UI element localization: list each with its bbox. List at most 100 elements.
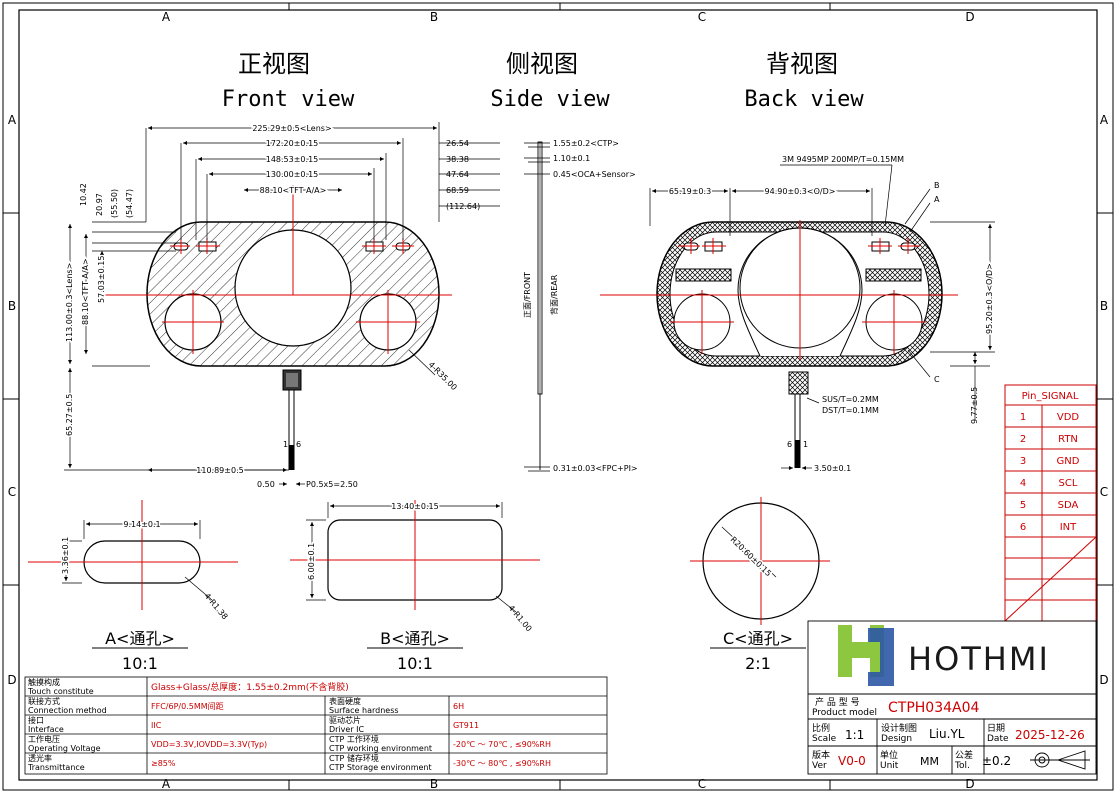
- logo-wordmark: HOTHMI: [908, 640, 1050, 678]
- dim-68: 68.59: [446, 186, 469, 195]
- spec-hard-cn: 表面硬度: [329, 696, 361, 706]
- scale-label-en: Scale: [812, 734, 837, 744]
- back-pin6-label: 6: [787, 440, 792, 449]
- front-title-en: Front view: [222, 87, 355, 112]
- tol-label-en: Tol.: [954, 761, 970, 771]
- pin-row-2-num: 2: [1020, 434, 1026, 445]
- pin-row-2-signal: RTN: [1058, 434, 1078, 445]
- detail-c-text: R20.60±0.15: [727, 533, 774, 579]
- pin-row-5-signal: SDA: [1058, 500, 1079, 511]
- back-dim-text: 3M 9495MP 200MP/T=0.15MM 65.19±0.3 94.90…: [667, 155, 995, 473]
- detail-a-height: 3.36±0.1: [61, 537, 70, 574]
- detail-b-label: B<通孔>: [380, 629, 450, 648]
- unit-label-en: Unit: [880, 761, 899, 771]
- dim-113: 113.00±0.3<Lens>: [65, 263, 74, 342]
- scale-label-cn: 比例: [812, 722, 830, 734]
- front-dim-text: 225.29±0.5<Lens> 172.20±0.15 148.53±0.15…: [64, 123, 481, 490]
- dim-172: 172.20±0.15: [266, 139, 319, 148]
- pin-row-6-signal: INT: [1060, 522, 1077, 533]
- spec-iface-value: IIC: [151, 721, 162, 730]
- detail-b-radius: 4-R1.00: [506, 604, 533, 634]
- unit-value: MM: [920, 755, 939, 768]
- side-dim-lines: [524, 142, 550, 472]
- back-centerlines: [600, 220, 958, 360]
- dim-55: (55.50): [110, 189, 119, 218]
- pin-signal-table: [1004, 384, 1097, 622]
- pin-row-1-num: 1: [1020, 412, 1026, 423]
- ver-value: V0-0: [838, 754, 866, 768]
- spec-conn-cn: 联接方式: [28, 696, 60, 706]
- back-sus-spec: SUS/T=0.2MM: [822, 395, 879, 404]
- back-tape-spec: 3M 9495MP 200MP/T=0.15MM: [782, 155, 904, 164]
- spec-table: [24, 676, 608, 775]
- back-label-b: B: [934, 181, 940, 190]
- spec-touch-value: Glass+Glass/总厚度：1.55±0.2mm(不含背胶): [151, 681, 349, 693]
- front-pin6-label: 6: [296, 440, 301, 449]
- side-title-en: Side view: [490, 87, 610, 112]
- date-label-cn: 日期: [987, 723, 1005, 734]
- spec-work-cn: CTP 工作环境: [329, 734, 379, 744]
- detail-b: [290, 500, 540, 613]
- spec-ic-en: Driver IC: [329, 725, 365, 734]
- spec-work-value: -20℃ ～ 70℃ , ≤90%RH: [453, 740, 551, 749]
- dim-38: 38.38: [446, 155, 469, 164]
- spec-iface-cn: 接口: [28, 715, 44, 725]
- dim-65-back: 65.19±0.3: [669, 187, 711, 196]
- side-dim-text: 1.55±0.2<CTP> 1.10±0.1 0.45<OCA+Sensor> …: [523, 139, 638, 473]
- detail-c: [690, 497, 830, 625]
- unit-label-cn: 单位: [880, 749, 898, 761]
- pin-table-header: Pin_SIGNAL: [1022, 391, 1079, 402]
- zone-row-c-left: C: [8, 485, 16, 499]
- spec-touch-en: Touch constitute: [27, 687, 94, 696]
- front-title-cn: 正视图: [238, 50, 310, 78]
- spec-volt-en: Operating Voltage: [28, 744, 101, 753]
- dim-10: 10.42: [79, 183, 88, 206]
- detail-a-radius: 4-R1.38: [202, 592, 229, 622]
- dim-radius-35: 4-R35.00: [427, 360, 459, 392]
- spec-hard-en: Surface hardness: [329, 706, 399, 715]
- detail-a-label: A<通孔>: [105, 629, 175, 648]
- zone-row-b-right: B: [1100, 299, 1108, 313]
- dim-tft-aa: 88.10<TFT A/A>: [260, 186, 327, 195]
- side-front-label: 正面/FRONT: [523, 272, 532, 318]
- front-dim-lines: [64, 122, 500, 487]
- company-logo: HOTHMI: [838, 625, 1050, 686]
- zone-row-d-left: D: [7, 673, 16, 687]
- dim-57: 57.03±0.15: [97, 256, 106, 303]
- zone-col-c-top: C: [698, 10, 706, 24]
- front-centerlines: [98, 185, 452, 354]
- zone-col-c-bottom: C: [698, 777, 706, 791]
- product-model: CTPH034A04: [888, 700, 980, 716]
- detail-c-caption: C<通孔> 2:1: [710, 629, 806, 673]
- back-dst-spec: DST/T=0.1MM: [822, 406, 879, 415]
- spec-volt-value: VDD=3.3V,IOVDD=3.3V(Typ): [151, 740, 267, 749]
- pin-row-4-signal: SCL: [1059, 478, 1078, 489]
- dim-54: (54.47): [125, 189, 134, 218]
- scale-value: 1:1: [845, 728, 864, 742]
- ver-label-cn: 版本: [812, 749, 830, 761]
- spec-store-value: -30℃ ～ 80℃ , ≤90%RH: [453, 759, 551, 768]
- front-pin1-label: 1: [283, 440, 288, 449]
- pin-row-6-num: 6: [1020, 522, 1026, 533]
- dim-od-height: 95.20±0.3<O/D>: [985, 263, 994, 334]
- back-label-c: C: [934, 375, 940, 384]
- spec-conn-value: FFC/6P/0.5MM间距: [151, 702, 224, 711]
- back-label-a: A: [934, 195, 940, 204]
- spec-table-text: 触摸构成 Touch constitute Glass+Glass/总厚度：1.…: [27, 677, 551, 772]
- dim-fpc-offset: 110.89±0.5: [196, 466, 243, 475]
- date-value: 2025-12-26: [1015, 728, 1085, 742]
- pin-row-4-num: 4: [1020, 478, 1026, 489]
- zone-row-c-right: C: [1100, 485, 1108, 499]
- zone-row-a-right: A: [1100, 113, 1109, 127]
- border-zone-labels: A B C D A B C D A B C D A B C D: [7, 10, 1109, 791]
- side-rear-label: 背面/REAR: [549, 274, 559, 315]
- detail-a-scale: 10:1: [122, 654, 158, 673]
- detail-a-caption: A<通孔> 10:1: [92, 629, 188, 673]
- pin-row-3-signal: GND: [1057, 456, 1080, 467]
- dim-350: 3.50±0.1: [814, 464, 851, 473]
- view-titles: 正视图 Front view 侧视图 Side view 背视图 Back vi…: [222, 50, 865, 112]
- ver-label-en: Ver: [812, 761, 827, 771]
- zone-col-d-bottom: D: [965, 777, 974, 791]
